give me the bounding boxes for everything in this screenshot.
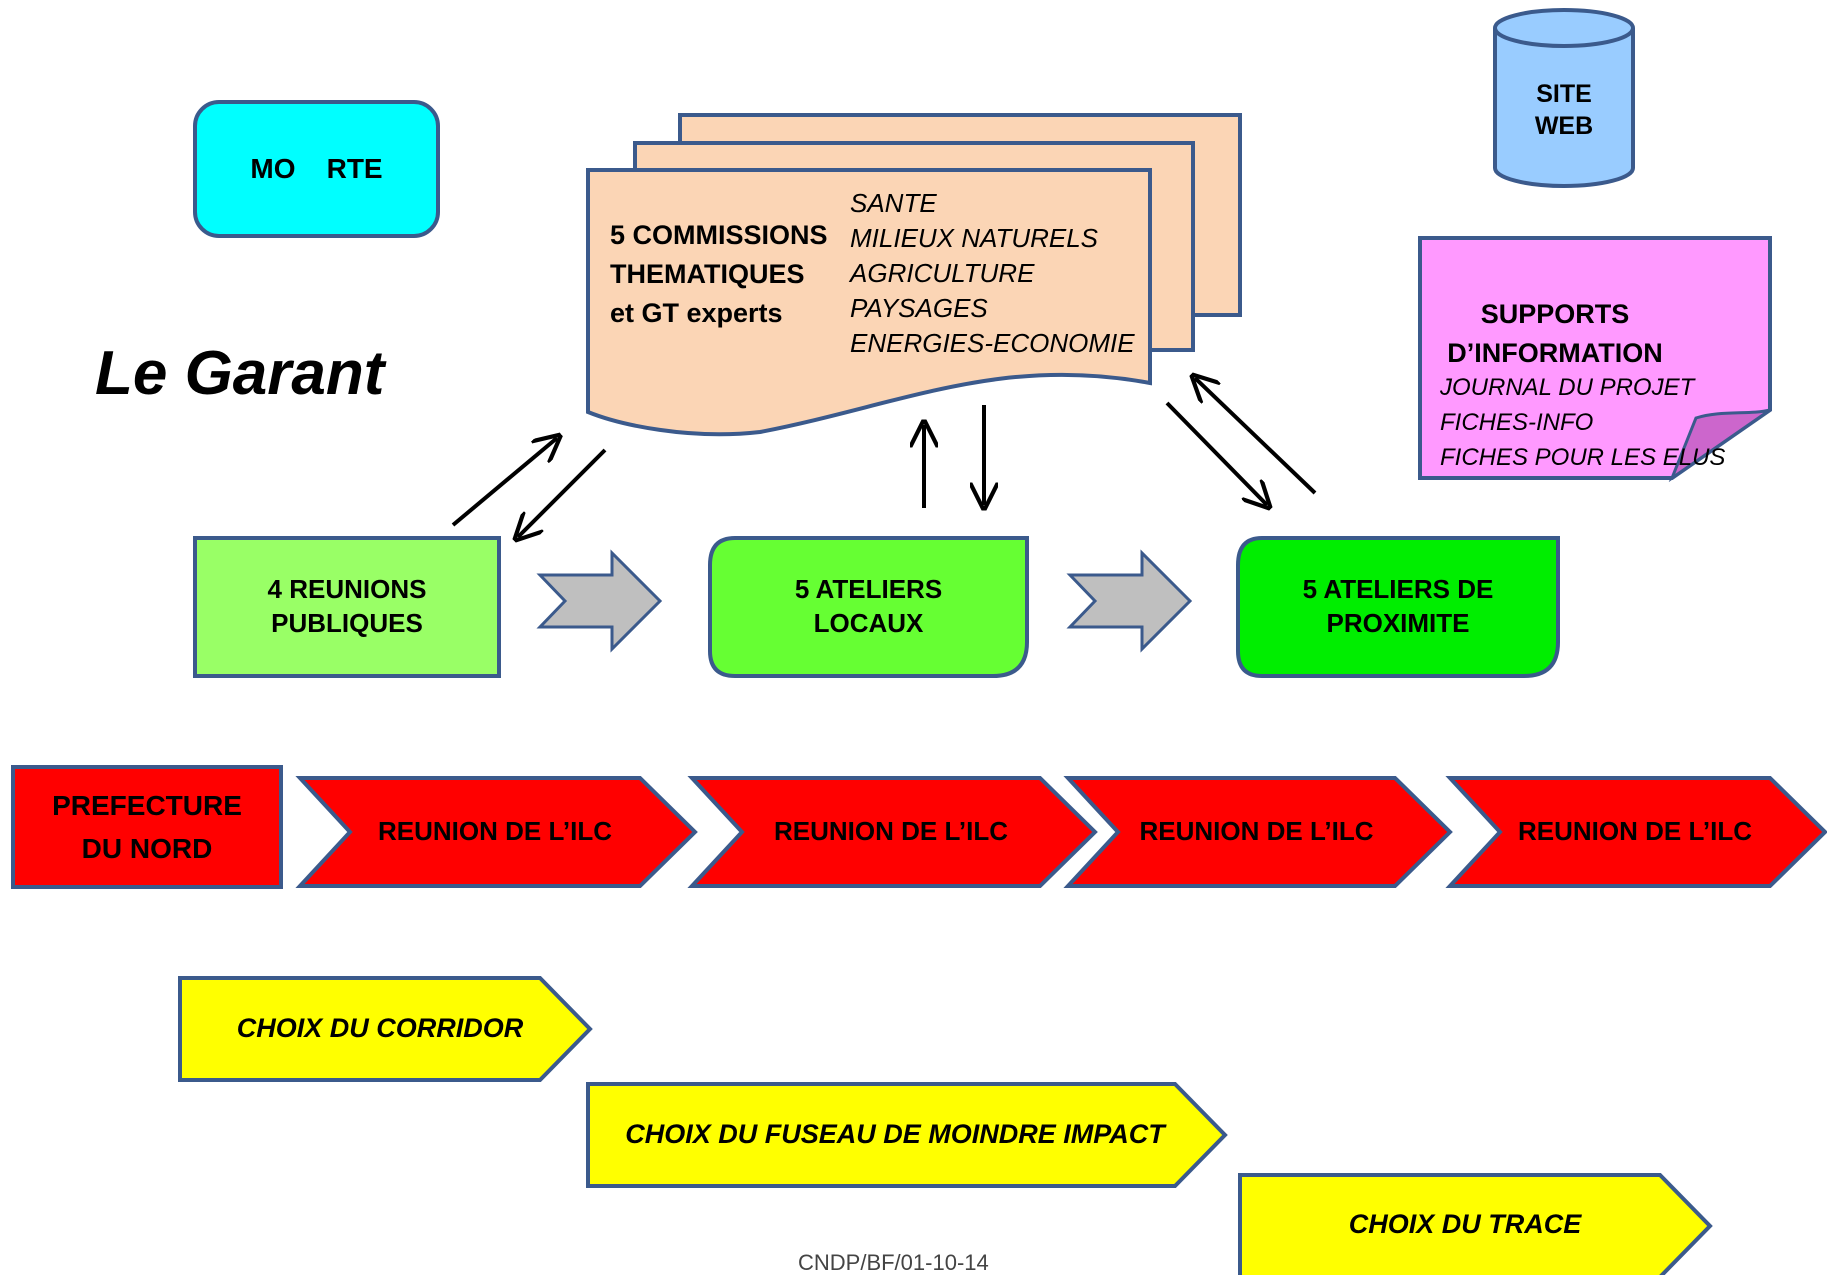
site-web-line2: WEB bbox=[1534, 112, 1594, 140]
commissions-title: 5 COMMISSIONS THEMATIQUES et GT experts bbox=[610, 216, 828, 333]
garant-label: Le Garant bbox=[95, 339, 385, 408]
ilc-chevron-2 bbox=[687, 776, 1098, 888]
commissions-topics: SANTE MILIEUX NATURELS AGRICULTURE PAYSA… bbox=[850, 186, 1135, 361]
topic-item: SANTE bbox=[850, 188, 937, 218]
commissions-title-line: 5 COMMISSIONS bbox=[610, 220, 828, 250]
supports-item: FICHES-INFO bbox=[1440, 409, 1594, 436]
prefecture-label: PREFECTURE DU NORD bbox=[13, 767, 281, 887]
commissions-title-line: THEMATIQUES bbox=[610, 259, 805, 289]
supports-item: FICHES POUR LES ELUS bbox=[1440, 444, 1726, 471]
site-web-cylinder-icon bbox=[1493, 8, 1635, 188]
flow-arrow-1 bbox=[536, 549, 663, 653]
supports-note-shape bbox=[1418, 236, 1772, 483]
mo-box-shape bbox=[193, 100, 440, 238]
supports-title-line: SUPPORTS bbox=[1480, 299, 1630, 329]
supports-title: SUPPORTS D’INFORMATION bbox=[1430, 295, 1680, 373]
supports-item: JOURNAL DU PROJET bbox=[1440, 374, 1695, 401]
site-web-line1: SITE bbox=[1536, 79, 1592, 108]
meeting-line: 4 REUNIONS bbox=[267, 574, 427, 605]
choice-arrow-corridor bbox=[178, 976, 593, 1082]
meeting-line: LOCAUX bbox=[813, 608, 924, 638]
ilc-label-3: REUNION DE L’ILC bbox=[1139, 816, 1374, 847]
supports-items: JOURNAL DU PROJET FICHES-INFO FICHES POU… bbox=[1440, 370, 1725, 475]
ilc-chevron-3 bbox=[1063, 776, 1453, 888]
ateliers-proximite-label: 5 ATELIERS DE PROXIMITE bbox=[1238, 538, 1558, 676]
topic-item: MILIEUX NATURELS bbox=[850, 223, 1099, 253]
prefecture-line: PREFECTURE bbox=[52, 789, 242, 821]
meeting-line: 5 ATELIERS DE bbox=[1302, 574, 1494, 605]
flow-arrow-2 bbox=[1066, 549, 1193, 653]
commissions-title-line: et GT experts bbox=[610, 298, 783, 328]
ateliers-locaux-label: 5 ATELIERS LOCAUX bbox=[710, 538, 1027, 676]
reunions-publiques-shape bbox=[193, 536, 501, 678]
meeting-line: PROXIMITE bbox=[1326, 608, 1470, 638]
ateliers-locaux-shape bbox=[708, 536, 1029, 678]
ateliers-proximite-shape bbox=[1236, 536, 1560, 678]
choice-corridor-label: CHOIX DU CORRIDOR bbox=[236, 1013, 524, 1044]
choice-arrow-fuseau bbox=[586, 1082, 1228, 1188]
mo-rte-label: MO RTE bbox=[250, 152, 383, 184]
footer-reference: CNDP/BF/01-10-14 bbox=[798, 1250, 989, 1275]
ilc-label-1: REUNION DE L’ILC bbox=[377, 816, 612, 847]
exchange-arrows bbox=[451, 378, 1317, 537]
topic-item: ENERGIES-ECONOMIE bbox=[850, 328, 1135, 358]
site-web-label: SITE WEB bbox=[1495, 70, 1633, 150]
topic-item: PAYSAGES bbox=[850, 293, 988, 323]
topic-item: AGRICULTURE bbox=[850, 258, 1035, 288]
choice-trace-label: CHOIX DU TRACE bbox=[1348, 1209, 1582, 1240]
prefecture-line: DU NORD bbox=[81, 833, 213, 864]
ilc-chevron-4 bbox=[1445, 776, 1827, 888]
reunions-publiques-label: 4 REUNIONS PUBLIQUES bbox=[195, 538, 499, 676]
meeting-line: PUBLIQUES bbox=[271, 608, 423, 638]
ilc-label-2: REUNION DE L’ILC bbox=[773, 816, 1008, 847]
ilc-label-4: REUNION DE L’ILC bbox=[1517, 816, 1752, 847]
ilc-chevron-1 bbox=[295, 776, 698, 888]
supports-title-line: D’INFORMATION bbox=[1447, 338, 1663, 368]
choice-fuseau-label: CHOIX DU FUSEAU DE MOINDRE IMPACT bbox=[625, 1119, 1165, 1150]
commissions-stacked-documents bbox=[586, 113, 1242, 437]
prefecture-shape bbox=[11, 765, 283, 889]
meeting-line: 5 ATELIERS bbox=[794, 574, 943, 605]
choice-arrow-trace bbox=[1238, 1173, 1713, 1275]
